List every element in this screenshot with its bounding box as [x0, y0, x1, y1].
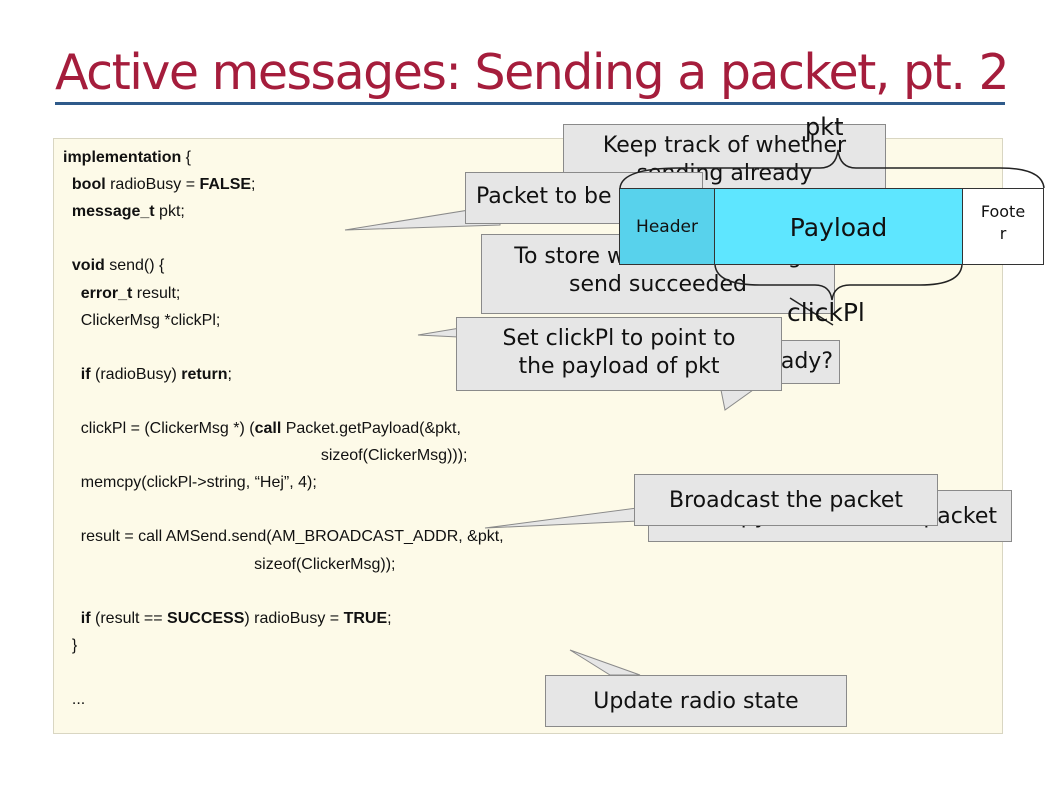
code-text: result = call AMSend.send(AM_BROADCAST_A… [63, 528, 504, 546]
callout-set-clickpl: Set clickPl to point to the payload of p… [456, 317, 782, 391]
code-text: clickPl = (ClickerMsg *) ( [63, 420, 255, 437]
code-text: send() { [104, 257, 165, 275]
code-line: memcpy(clickPl->string, “Hej”, 4); [63, 473, 317, 493]
code-text: ; [227, 365, 232, 383]
payload-brace [714, 264, 963, 301]
packet-footer-line1: Foote [980, 202, 1026, 221]
code-line: sizeof(ClickerMsg)); [63, 555, 396, 575]
pkt-brace [619, 149, 1045, 189]
code-keyword: TRUE [343, 609, 388, 627]
code-text: (result == [90, 609, 168, 627]
packet-footer: Foote r [962, 188, 1044, 265]
code-keyword: error_t [80, 284, 133, 302]
code-text: pkt; [154, 203, 185, 221]
clickpl-pointer [789, 297, 834, 326]
packet-payload-label: Payload [789, 213, 888, 242]
code-text: (radioBusy) [90, 365, 182, 383]
code-text: memcpy(clickPl->string, “Hej”, 4); [63, 474, 317, 492]
code-line: sizeof(ClickerMsg))); [63, 446, 468, 466]
code-text: sizeof(ClickerMsg))); [63, 447, 468, 465]
code-text: Packet.getPayload(&pkt, [281, 420, 461, 437]
slide-title: Active messages: Sending a packet, pt. 2 [55, 44, 1010, 101]
packet-footer-line2: r [999, 224, 1007, 243]
code-text: ClickerMsg *clickPl; [63, 311, 221, 329]
code-text: sizeof(ClickerMsg)); [63, 555, 396, 573]
callout-keep-track-line1: Keep track of whether [602, 133, 847, 158]
callout-broadcast-text: Broadcast the packet [669, 488, 903, 513]
callout-to-store-line2: send succeeded [568, 272, 748, 297]
code-text: radioBusy = [105, 176, 200, 194]
code-keyword: message_t [71, 203, 155, 221]
code-keyword: SUCCESS [167, 609, 245, 627]
callout-packet-to-be-text: Packet to be [476, 184, 612, 209]
pkt-label: pkt [805, 113, 844, 141]
code-line: if (radioBusy) return; [63, 365, 232, 385]
callout-set-clickpl-line1: Set clickPl to point to [502, 326, 736, 351]
code-line: ClickerMsg *clickPl; [63, 311, 221, 331]
callout-update-radio: Update radio state [545, 675, 847, 727]
callout-update-radio-text: Update radio state [593, 689, 799, 714]
code-line: message_t pkt; [63, 202, 185, 222]
code-text: ; [251, 176, 256, 194]
code-line: clickPl = (ClickerMsg *) (call Packet.ge… [63, 419, 461, 439]
packet-payload: Payload [714, 188, 963, 265]
code-text: result; [132, 284, 181, 302]
title-rule [55, 102, 1005, 105]
code-keyword: bool [71, 176, 106, 194]
code-text: ; [387, 609, 392, 627]
callout-set-clickpl-line2: the payload of pkt [518, 354, 720, 379]
code-text: { [181, 149, 192, 166]
code-keyword: FALSE [199, 176, 252, 194]
code-line: ... [63, 690, 85, 710]
code-text: } [63, 636, 78, 654]
code-line: error_t result; [63, 284, 181, 304]
code-keyword: void [71, 257, 105, 275]
packet-header-label: Header [636, 217, 698, 237]
code-line: implementation { [63, 148, 191, 168]
code-keyword: if [80, 609, 91, 627]
code-line: } [63, 636, 77, 656]
code-line: bool radioBusy = FALSE; [63, 175, 256, 195]
code-keyword: return [181, 365, 228, 383]
callout-broadcast: Broadcast the packet [634, 474, 938, 526]
code-keyword: call [254, 420, 282, 437]
code-text: ) radioBusy = [244, 609, 344, 627]
packet-header: Header [619, 188, 715, 265]
code-line: void send() { [63, 256, 164, 276]
code-line: if (result == SUCCESS) radioBusy = TRUE; [63, 609, 392, 629]
code-text: ... [63, 691, 86, 708]
clickpl-label: clickPl [787, 298, 865, 327]
callout-keep-track: Keep track of whether sending already [563, 124, 886, 196]
code-keyword: implementation [63, 149, 182, 166]
code-keyword: if [80, 365, 91, 383]
code-line: result = call AMSend.send(AM_BROADCAST_A… [63, 527, 504, 547]
